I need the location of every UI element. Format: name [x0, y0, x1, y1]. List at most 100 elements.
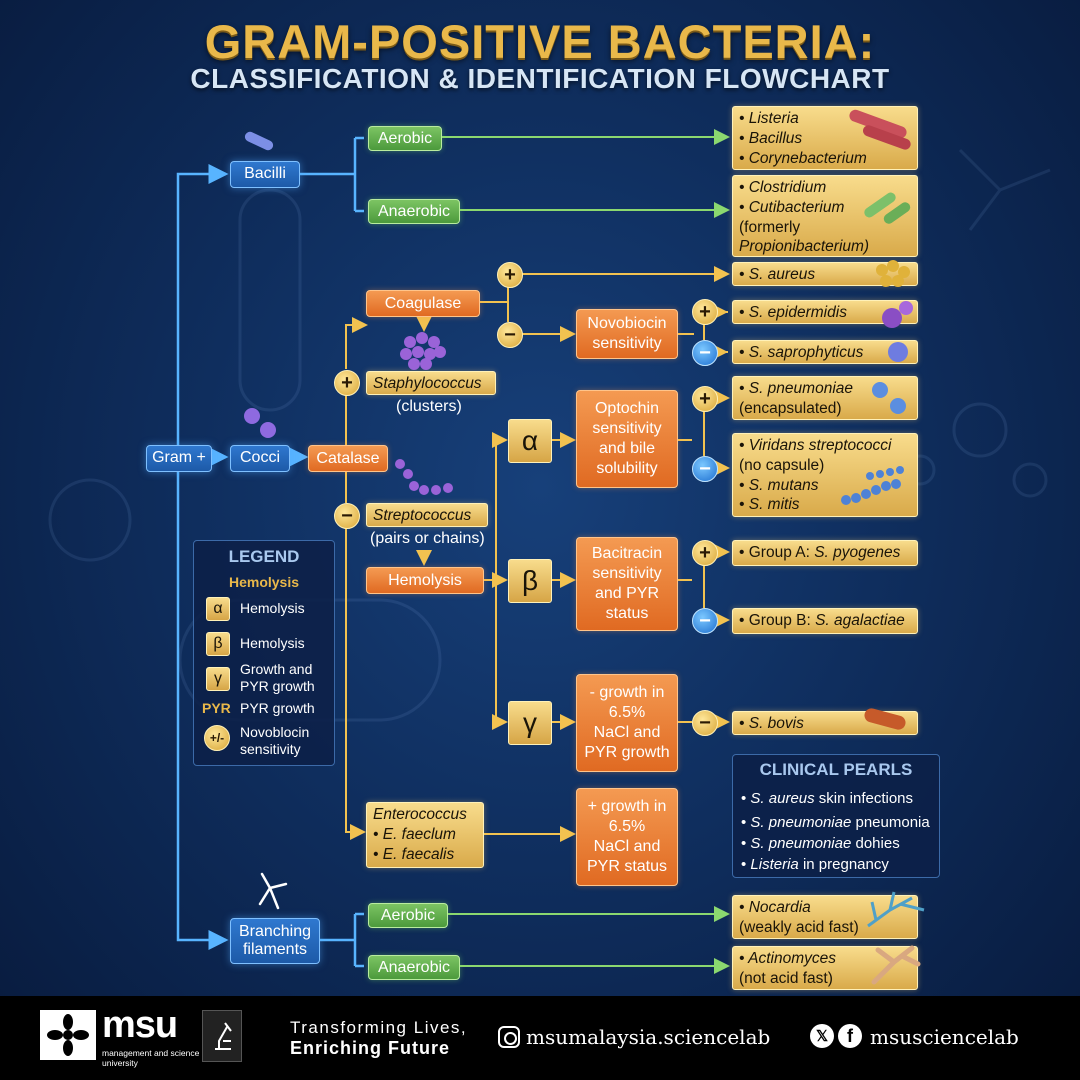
- bacilli-node: Bacilli: [230, 161, 300, 188]
- bacitracin-minus-icon: −: [692, 608, 718, 634]
- footer-bar: msu management and science university Tr…: [0, 996, 1080, 1080]
- group-a-prefix: • Group A:: [739, 544, 815, 561]
- enterococcus-line-2: • E. faeclum: [373, 825, 456, 843]
- legend-pyr-label: PYR growth: [240, 700, 315, 716]
- optochin-line-4: solubility: [596, 460, 658, 477]
- enterococcus-node: Enterococcus • E. faeclum • E. faecalis: [366, 802, 484, 868]
- cocci-icon: [244, 408, 276, 438]
- catalase-node: Catalase: [308, 445, 388, 472]
- novobiocin-line-1: Novobiocin: [587, 315, 667, 332]
- msu-logo-text: msu: [102, 1004, 178, 1046]
- legend-pyr-symbol: PYR: [202, 700, 231, 716]
- staph-aureus-icon: [876, 260, 910, 287]
- pearl-3-organism: S. pneumoniae: [750, 835, 852, 852]
- optochin-line-2: sensitivity: [592, 420, 662, 437]
- gamma-test-line-2: 6.5%: [608, 704, 646, 721]
- gamma-test-line-3: NaCl and: [593, 724, 661, 741]
- actinomyces-name: • Actinomyces: [739, 950, 837, 967]
- entero-test-line-4: PYR status: [586, 858, 668, 875]
- instagram-handle[interactable]: msumalaysia.sciencelab: [526, 1025, 771, 1049]
- staph-epidermidis-icon: [882, 301, 913, 328]
- pearl-3-text: dohies: [851, 835, 900, 852]
- pearl-item-1: • S. aureus skin infections: [741, 790, 914, 807]
- catalase-minus-icon: −: [334, 503, 360, 529]
- s-pneumoniae-note: (encapsulated): [739, 399, 842, 417]
- tagline-line-1: Transforming Lives,: [290, 1018, 468, 1037]
- gram-positive-node: Gram +: [146, 445, 212, 472]
- pearl-4-text: in pregnancy: [798, 856, 889, 873]
- hemolysis-node: Hemolysis: [366, 567, 484, 594]
- instagram-icon[interactable]: [498, 1026, 520, 1048]
- viridans-mutans: • S. mutans: [739, 476, 819, 494]
- branching-filaments-node: Branching filaments: [230, 918, 320, 964]
- clinical-pearls-panel: CLINICAL PEARLS • S. aureus skin infecti…: [732, 754, 940, 878]
- viridans-note: (no capsule): [739, 456, 825, 474]
- pearl-2-organism: S. pneumoniae: [750, 814, 852, 831]
- pearls-title: CLINICAL PEARLS: [759, 760, 913, 779]
- strep-chain-icon: [395, 459, 453, 495]
- staph-cluster-icon: [400, 332, 446, 370]
- result-bacillus: • Bacillus: [739, 129, 803, 147]
- gamma-test-line-1: - growth in: [589, 684, 665, 701]
- gamma-hemolysis-box: γ: [508, 701, 552, 745]
- legend-beta-label: Hemolysis: [240, 635, 305, 651]
- s-bovis-icon: [864, 708, 906, 730]
- nocardia-name: • Nocardia: [739, 899, 811, 916]
- anaerobic-filaments-node: Anaerobic: [368, 955, 460, 980]
- pearl-4-organism: Listeria: [750, 856, 799, 873]
- novobiocin-plus-icon: +: [692, 299, 718, 325]
- tagline-line-2: Enriching Future: [290, 1038, 450, 1058]
- pearl-item-3: • S. pneumoniae dohies: [741, 835, 900, 852]
- legend-gamma-label: Growth and PYR growth: [240, 661, 315, 694]
- result-group-b: • Group B: S. agalactiae: [732, 608, 918, 634]
- anaerobic-bacilli-node: Anaerobic: [368, 199, 460, 224]
- result-group-a: • Group A: S. pyogenes: [732, 540, 918, 566]
- pearl-1-organism: S. aureus: [750, 790, 815, 807]
- social-handle[interactable]: msusciencelab: [870, 1025, 1019, 1049]
- pearl-2-text: pneumonia: [851, 814, 930, 831]
- branching-filaments-icon: [258, 872, 288, 910]
- x-twitter-icon[interactable]: 𝕏: [810, 1024, 834, 1048]
- optochin-node: Optochin sensitivity and bile solubility: [576, 390, 678, 488]
- pearl-item-2: • S. pneumoniae pneumonia: [741, 814, 930, 831]
- page-subtitle: CLASSIFICATION & IDENTIFICATION FLOWCHAR…: [190, 63, 890, 94]
- clostridium-icon: [864, 192, 911, 224]
- aerobic-filaments-node: Aerobic: [368, 903, 448, 928]
- s-pneumoniae-name: • S. pneumoniae: [739, 380, 854, 397]
- msu-flower-logo-icon: [40, 1010, 96, 1060]
- branching-line-1: Branching: [238, 922, 312, 940]
- alpha-hemolysis-box: α: [508, 419, 552, 463]
- result-propionibacterium: Propionibacterium): [739, 238, 870, 256]
- facebook-icon[interactable]: f: [838, 1024, 862, 1048]
- group-b-name: S. agalactiae: [815, 612, 905, 629]
- pearl-item-4: • Listeria in pregnancy: [741, 856, 889, 873]
- staph-saprophyticus-icon: [888, 342, 908, 362]
- page-title: GRAM-POSITIVE BACTERIA:: [204, 15, 876, 68]
- connector-lines: [176, 129, 1080, 974]
- catalase-plus-icon: +: [334, 370, 360, 396]
- microscope-logo-icon: [202, 1010, 242, 1062]
- nocardia-note: (weakly acid fast): [739, 918, 859, 936]
- result-s-saprophyticus: • S. saprophyticus: [732, 340, 918, 364]
- enterococcus-line-1: Enterococcus: [373, 806, 467, 823]
- novobiocin-node: Novobiocin sensitivity: [576, 309, 678, 359]
- pearls-list: • S. aureus skin infections • S. pneumon…: [741, 788, 939, 875]
- entero-test-line-3: NaCl and: [593, 838, 661, 855]
- branching-line-2: filaments: [242, 941, 308, 958]
- actinomyces-note: (not acid fast): [739, 969, 833, 987]
- result-viridans: • Viridans streptococci (no capsule) • S…: [732, 433, 918, 517]
- staphylococcus-node: Staphylococcus: [366, 371, 496, 395]
- coagulase-minus-icon: −: [497, 322, 523, 348]
- group-a-name: S. pyogenes: [814, 544, 901, 561]
- result-clostridium: • Clostridium: [739, 179, 827, 196]
- viridans-name: • Viridans streptococci: [739, 437, 892, 454]
- pearl-1-text: skin infections: [814, 790, 914, 807]
- optochin-minus-icon: −: [692, 456, 718, 482]
- coagulase-node: Coagulase: [366, 290, 480, 317]
- beta-hemolysis-box: β: [508, 559, 552, 603]
- bacilli-icon: [244, 131, 274, 151]
- bacitracin-node: Bacitracin sensitivity and PYR status: [576, 537, 678, 631]
- result-listeria: • Listeria: [739, 110, 799, 127]
- legend-alpha-label: Hemolysis: [240, 600, 305, 616]
- actinomyces-icon: [871, 945, 921, 985]
